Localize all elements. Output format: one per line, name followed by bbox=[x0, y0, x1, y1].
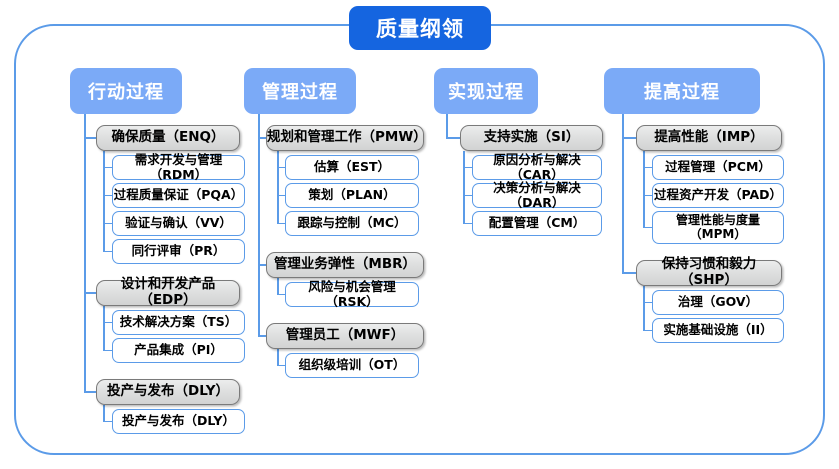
connector-group-spine bbox=[277, 151, 279, 224]
leaf-node[interactable]: 实施基础设施（II） bbox=[652, 318, 784, 343]
connector-group-spine bbox=[463, 151, 465, 224]
connector-column-to-group bbox=[258, 335, 266, 337]
leaf-node[interactable]: 风险与机会管理（RSK） bbox=[285, 279, 419, 308]
connector-group-to-leaf bbox=[463, 194, 472, 197]
connector-group-to-leaf bbox=[463, 222, 472, 225]
connector-group-to-leaf bbox=[103, 166, 112, 169]
leaf-node[interactable]: 需求开发与管理（RDM） bbox=[112, 152, 245, 181]
leaf-node[interactable]: 配置管理（CM） bbox=[472, 211, 602, 236]
connector-group-to-leaf bbox=[277, 293, 285, 296]
connector-column-to-group bbox=[84, 292, 96, 294]
connector-group-to-leaf bbox=[643, 226, 652, 229]
group-node[interactable]: 支持实施（SI） bbox=[460, 125, 603, 151]
connector-group-to-leaf bbox=[103, 420, 112, 423]
leaf-node[interactable]: 估算（EST） bbox=[285, 155, 419, 180]
leaf-node[interactable]: 产品集成（PI） bbox=[112, 338, 245, 363]
connector-group-to-leaf bbox=[103, 222, 112, 225]
leaf-node[interactable]: 治理（GOV） bbox=[652, 290, 784, 315]
diagram-title: 质量纲领 bbox=[349, 6, 491, 50]
connector-column-spine bbox=[258, 114, 260, 336]
connector-group-spine bbox=[643, 151, 645, 228]
leaf-node[interactable]: 策划（PLAN） bbox=[285, 183, 419, 208]
connector-column-to-group bbox=[446, 137, 460, 139]
leaf-node[interactable]: 管理性能与度量（MPM） bbox=[652, 211, 784, 244]
leaf-node[interactable]: 过程管理（PCM） bbox=[652, 155, 784, 180]
column-header-4[interactable]: 提高过程 bbox=[604, 68, 760, 114]
group-node[interactable]: 设计和开发产品（EDP） bbox=[96, 277, 240, 308]
connector-group-spine bbox=[277, 349, 279, 366]
connector-column-spine bbox=[446, 114, 448, 138]
group-node[interactable]: 提高性能（IMP） bbox=[636, 125, 782, 151]
connector-column-to-group bbox=[622, 272, 636, 274]
connector-group-to-leaf bbox=[277, 364, 285, 367]
connector-column-spine bbox=[622, 114, 624, 273]
connector-group-spine bbox=[103, 151, 105, 252]
group-node[interactable]: 管理员工（MWF） bbox=[266, 323, 424, 349]
leaf-node[interactable]: 跟踪与控制（MC） bbox=[285, 211, 419, 236]
connector-group-to-leaf bbox=[643, 166, 652, 169]
connector-column-to-group bbox=[258, 264, 266, 266]
group-node[interactable]: 管理业务弹性（MBR） bbox=[266, 252, 424, 278]
leaf-node[interactable]: 投产与发布（DLY） bbox=[112, 409, 245, 434]
connector-group-spine bbox=[103, 306, 105, 351]
connector-column-to-group bbox=[622, 137, 636, 139]
connector-group-to-leaf bbox=[103, 321, 112, 324]
connector-group-to-leaf bbox=[103, 194, 112, 197]
connector-group-to-leaf bbox=[103, 349, 112, 352]
leaf-node[interactable]: 技术解决方案（TS） bbox=[112, 310, 245, 335]
connector-group-spine bbox=[277, 278, 279, 295]
column-header-2[interactable]: 管理过程 bbox=[244, 68, 356, 114]
connector-column-spine bbox=[84, 114, 86, 392]
leaf-node[interactable]: 原因分析与解决（CAR） bbox=[472, 152, 602, 181]
column-header-3[interactable]: 实现过程 bbox=[434, 68, 538, 114]
connector-group-spine bbox=[643, 286, 645, 331]
connector-column-to-group bbox=[84, 391, 96, 393]
leaf-node[interactable]: 组织级培训（OT） bbox=[285, 353, 419, 378]
connector-group-to-leaf bbox=[277, 194, 285, 197]
connector-group-to-leaf bbox=[643, 301, 652, 304]
column-header-1[interactable]: 行动过程 bbox=[70, 68, 182, 114]
leaf-node[interactable]: 验证与确认（VV） bbox=[112, 211, 245, 236]
group-node[interactable]: 确保质量（ENQ） bbox=[96, 125, 240, 151]
leaf-node[interactable]: 过程质量保证（PQA） bbox=[112, 183, 245, 208]
connector-group-spine bbox=[103, 405, 105, 422]
connector-group-to-leaf bbox=[277, 166, 285, 169]
connector-group-to-leaf bbox=[103, 250, 112, 253]
connector-group-to-leaf bbox=[643, 194, 652, 197]
leaf-node[interactable]: 过程资产开发（PAD） bbox=[652, 183, 784, 208]
leaf-node[interactable]: 决策分析与解决（DAR） bbox=[472, 180, 602, 209]
group-node[interactable]: 保持习惯和毅力（SHP） bbox=[636, 257, 782, 288]
group-node[interactable]: 规划和管理工作（PMW） bbox=[266, 125, 427, 151]
connector-group-to-leaf bbox=[463, 166, 472, 169]
connector-group-to-leaf bbox=[277, 222, 285, 225]
connector-column-to-group bbox=[84, 137, 96, 139]
connector-column-to-group bbox=[258, 137, 266, 139]
group-node[interactable]: 投产与发布（DLY） bbox=[96, 379, 240, 405]
leaf-node[interactable]: 同行评审（PR） bbox=[112, 239, 245, 264]
connector-group-to-leaf bbox=[643, 329, 652, 332]
